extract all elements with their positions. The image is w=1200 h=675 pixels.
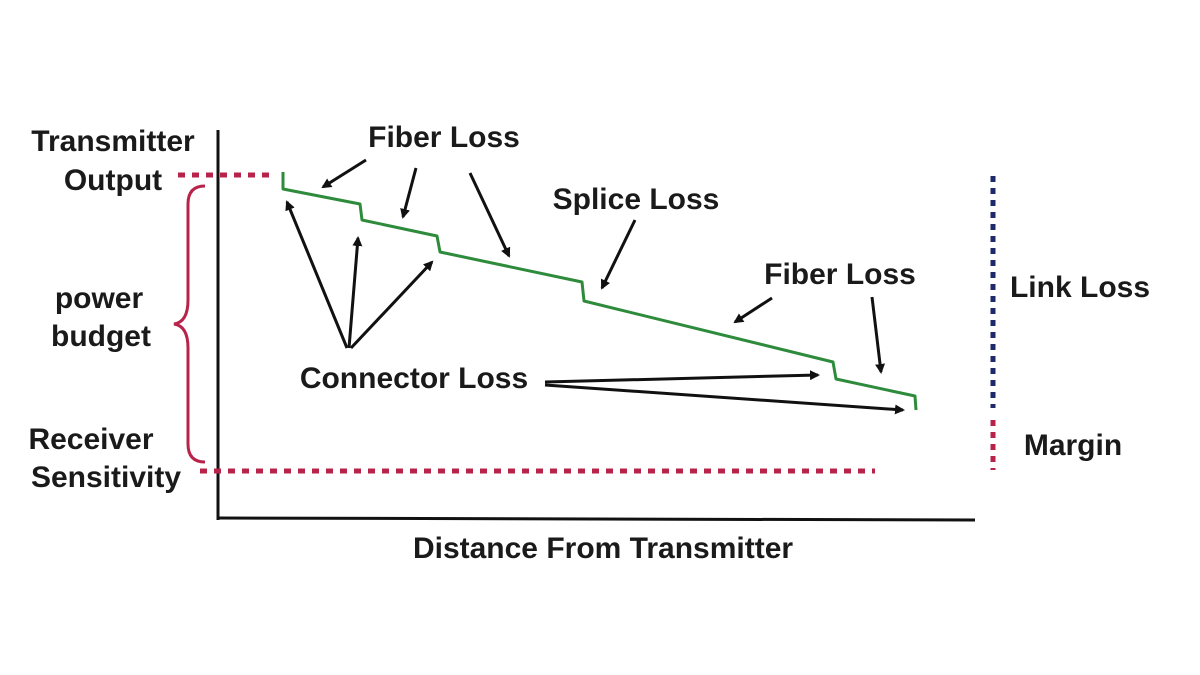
link-loss-label: Link Loss [1010,271,1150,304]
fiber-loss-arrow [870,296,886,374]
receiver-sensitivity-label: Sensitivity [31,461,181,494]
connector-loss-arrow [349,260,434,350]
splice-loss-label: Splice Loss [553,183,720,216]
x-axis-label: Distance From Transmitter [413,532,793,565]
power-budget-brace [173,184,206,464]
fiber-loss-arrow [468,172,511,258]
fiber-loss-arrow [400,167,418,219]
connector-loss-arrow [544,370,820,384]
fiber-loss-arrow [321,158,367,189]
margin-label: Margin [1024,429,1122,462]
fiber-loss-label: Fiber Loss [368,121,520,154]
fiber-loss-label: Fiber Loss [764,258,916,291]
connector-loss-arrow [285,200,349,349]
receiver-sensitivity-label: Receiver [28,423,153,456]
fiber-loss-arrow [733,296,773,324]
connector-loss-arrow [544,383,905,415]
x-axis [217,516,976,522]
power-budget-label: power [55,282,144,315]
connector-loss-label: Connector Loss [300,362,528,395]
connector-loss-arrow [347,236,363,349]
transmitter-output-label: Output [64,164,162,197]
splice-loss-arrow [600,219,637,290]
power-budget-label: budget [51,320,151,353]
loss-line [281,172,918,411]
transmitter-output-label: Transmitter [31,125,195,158]
